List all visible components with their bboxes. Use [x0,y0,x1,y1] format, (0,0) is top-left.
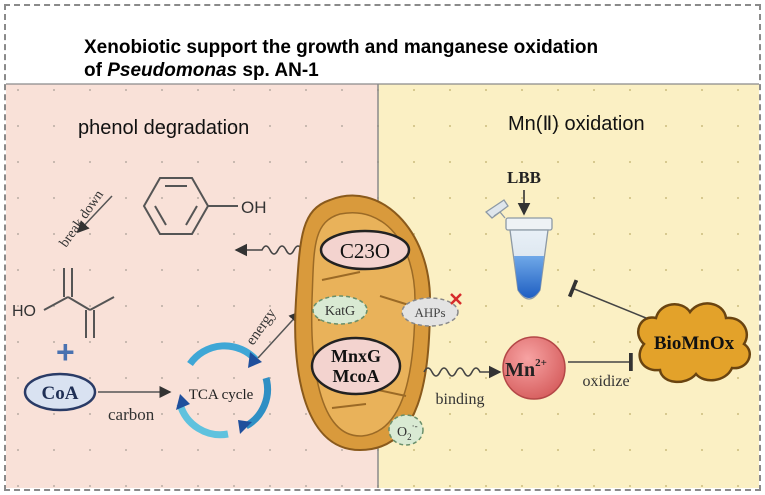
c23o-ellipse [319,229,411,271]
ahps-label: AHPs [414,305,445,320]
o2-label: O2·- [397,421,418,442]
biomnox-cloud [637,302,751,383]
degradation-product-molecule [43,268,115,338]
biomnox-to-lbb-arrow [567,279,647,319]
coa-label: CoA [42,383,79,404]
katg-ellipse [312,295,368,325]
mcoa-label: McoA [333,366,380,386]
plus-sign: + [56,334,75,370]
ho-label: HO [12,303,36,320]
o2-radical-ellipse [388,414,424,446]
title-line-1: Xenobiotic support the growth and mangan… [84,37,599,58]
tca-cycle-icon [176,342,272,439]
diagram-frame [4,4,761,491]
ahps-ellipse [401,297,459,327]
katg-label: KatG [325,304,355,319]
inhibit-x-icon [450,293,462,305]
title-line-2: of Pseudomonas sp. AN-1 [84,60,319,82]
phenol-molecule [142,177,238,235]
title-line-2-suffix: sp. AN-1 [237,60,319,81]
microcentrifuge-tube-icon [484,199,553,300]
energy-arrow [257,310,302,359]
carbon-label: carbon [108,405,155,424]
mnxg-label: MnxG [331,346,381,366]
oxidize-label: oxidize [582,373,629,390]
title-box: Xenobiotic support the growth and mangan… [6,6,759,82]
tca-cycle-label: TCA cycle [189,387,254,403]
binding-label: binding [436,391,485,408]
title-genus: Pseudomonas [107,60,238,81]
mnxg-mcoa-ellipse [310,336,402,396]
right-panel-heading: Mn(Ⅱ) oxidation [508,113,645,135]
phenol-oh-label: OH [241,198,267,217]
mn-ion-label: Mn2+ [505,357,547,381]
title-line-2-prefix: of [84,60,108,81]
c23o-label: C23O [340,239,390,263]
biomnox-label: BioMnOx [654,333,735,354]
mn2-ion-sphere [502,336,566,400]
left-panel-heading: phenol degradation [78,117,249,139]
binding-wavy-arrow [423,365,502,379]
break-down-arrow [76,195,113,234]
coa-ellipse [23,372,97,412]
lbb-label: LBB [507,168,541,187]
